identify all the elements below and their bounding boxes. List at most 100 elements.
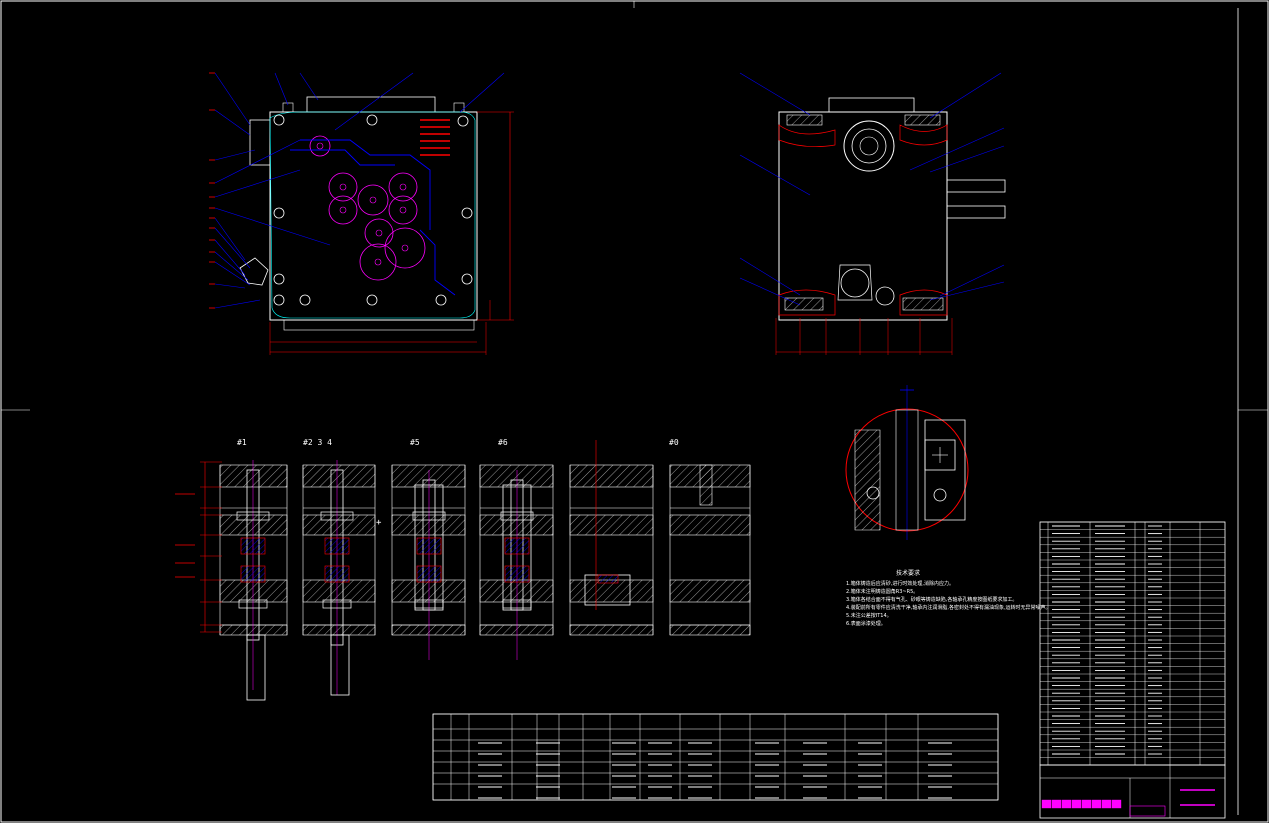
section-label-5: #0 <box>669 438 679 447</box>
front-view-leader-left-9 <box>214 251 249 281</box>
title-block-stamp-5 <box>1091 799 1102 809</box>
notes-line-5: 5.未注公差按IT14。 <box>846 613 892 619</box>
front-view-leader-top-0 <box>274 72 289 106</box>
section-strip-4 <box>569 464 654 636</box>
section-shaft-collar-0 <box>236 511 270 521</box>
side-view-bolt-top-left <box>786 114 823 126</box>
detail-plus-mark: + <box>376 518 382 528</box>
side-view-leader-1 <box>929 72 1002 119</box>
front-view-gear-7 <box>359 243 397 281</box>
title-block-stamp-0 <box>1041 799 1052 809</box>
section-label-2: #5 <box>410 438 420 447</box>
front-view-leader-left-10 <box>214 261 251 286</box>
front-view-gear-hub-6 <box>401 244 409 252</box>
section-shaft-foot-1 <box>322 599 352 609</box>
front-view-leader-top-1 <box>299 72 319 101</box>
side-view-leader-7 <box>939 264 1005 297</box>
notes-title: 技术要求 <box>896 570 921 577</box>
side-view-bearing-bore <box>859 136 879 156</box>
section-shaft-box-5 <box>414 484 444 611</box>
front-view-leader-left-3 <box>214 139 301 184</box>
front-view-bolt-hole-8 <box>366 294 378 306</box>
front-view-gear-hub-4 <box>369 196 377 204</box>
side-view-body <box>778 111 948 321</box>
section-strip-mid-plate-4 <box>569 514 654 536</box>
front-view-oil-pipe-2 <box>290 149 395 166</box>
front-view-top-stud-left <box>282 102 294 113</box>
front-view-gear-3 <box>388 195 418 225</box>
title-block-outline <box>1039 764 1226 819</box>
section-shaft-box-6 <box>502 484 532 611</box>
front-view-top-stud-right <box>453 102 465 113</box>
notes-line-2: 2.箱体未注明铸造圆角R3~R5。 <box>846 589 919 595</box>
section-strip-low-plate-2 <box>391 579 466 603</box>
side-view-leader-8 <box>929 281 1005 301</box>
section-strip-base-0 <box>219 624 288 636</box>
title-block-stamp-3 <box>1071 799 1082 809</box>
front-view-gear-hub-5 <box>375 229 383 237</box>
section-shaft-collar-1 <box>320 511 354 521</box>
side-view-section-bottom-left <box>778 289 836 316</box>
section-strip-base-2 <box>391 624 466 636</box>
front-view-bolt-hole-9 <box>435 294 447 306</box>
notes-line-4: 4.装配前所有零件应清洗干净,轴承内注润滑脂,各密封处不得有漏油现象,运转时无异… <box>846 605 1051 611</box>
front-view-leader-left-4 <box>214 169 301 198</box>
detail-ball-left <box>866 486 880 500</box>
front-view-leader-left-8 <box>214 239 246 276</box>
section-shaft-collar-3 <box>500 511 534 521</box>
notes-line-3: 3.箱体各结合面不得有气孔、砂眼等铸造缺陷,各轴承孔精度按图纸要求加工。 <box>846 597 1018 603</box>
front-view-bolt-hole-1 <box>366 114 378 126</box>
section-strip-top-plate-2 <box>391 464 466 488</box>
section-shaft-foot-0 <box>238 599 268 609</box>
section-shaft-gear-lower-0 <box>240 565 266 583</box>
side-view-leader-5 <box>739 257 801 296</box>
section-strip-low-plate-0 <box>219 579 288 603</box>
section-shaft-gear-upper-2 <box>416 537 442 555</box>
side-view-section-bottom-right <box>899 289 948 316</box>
section-bolt-0 <box>699 464 713 506</box>
notes-line-1: 1.箱体铸造后应清砂,进行时效处理,消除内应力。 <box>846 581 954 587</box>
front-view <box>209 72 514 355</box>
front-view-gear-hub-8 <box>316 142 324 150</box>
section-strip-mid-plate-0 <box>219 514 288 536</box>
side-view-bolt-bottom-right <box>902 297 944 311</box>
side-view-section-top-right <box>899 124 948 146</box>
detail-key-slot <box>924 439 956 471</box>
front-view-gear-hub-1 <box>399 183 407 191</box>
side-view-bolt-top-right <box>904 114 941 126</box>
side-view-bearing-inner <box>851 128 887 164</box>
section-strip-mid-plate-5 <box>669 514 751 536</box>
section-strip-low-plate-3 <box>479 579 554 603</box>
section-shaft-collar-2 <box>412 511 446 521</box>
front-view-leader-left-0 <box>214 72 251 126</box>
front-view-oil-pipe-1 <box>300 139 431 230</box>
front-view-bolt-hole-6 <box>461 273 473 285</box>
side-view-bearing-outer <box>843 120 895 172</box>
section-shaft-extension-2 <box>330 634 350 696</box>
section-strip-base-3 <box>479 624 554 636</box>
section-strip-mid-plate-2 <box>391 514 466 536</box>
side-view <box>739 72 1006 355</box>
title-block-scale-box <box>1129 805 1166 817</box>
notes-line-6: 6.表面涂漆处理。 <box>846 621 886 627</box>
section-drain-plug-head <box>597 574 619 584</box>
side-view-leader-6 <box>739 277 801 306</box>
front-view-bolt-hole-3 <box>273 207 285 219</box>
section-strip-0 <box>219 464 288 636</box>
detail-shaft <box>895 409 919 531</box>
section-strip-2 <box>391 464 466 636</box>
section-strip-3 <box>479 464 554 636</box>
section-strip-low-plate-1 <box>302 579 376 603</box>
front-view-gear-hub-3 <box>399 206 407 214</box>
front-view-bolt-hole-2 <box>457 115 469 127</box>
front-view-bolt-hole-0 <box>273 114 285 126</box>
front-view-gear-0 <box>328 172 358 202</box>
section-shaft-extension-1 <box>246 634 266 701</box>
front-view-inner-outline <box>269 111 476 319</box>
front-view-gear-2 <box>328 195 358 225</box>
front-view-oil-pipe-3 <box>419 229 456 296</box>
detail-ball-right <box>933 488 947 502</box>
section-shaft-gear-upper-3 <box>504 537 530 555</box>
